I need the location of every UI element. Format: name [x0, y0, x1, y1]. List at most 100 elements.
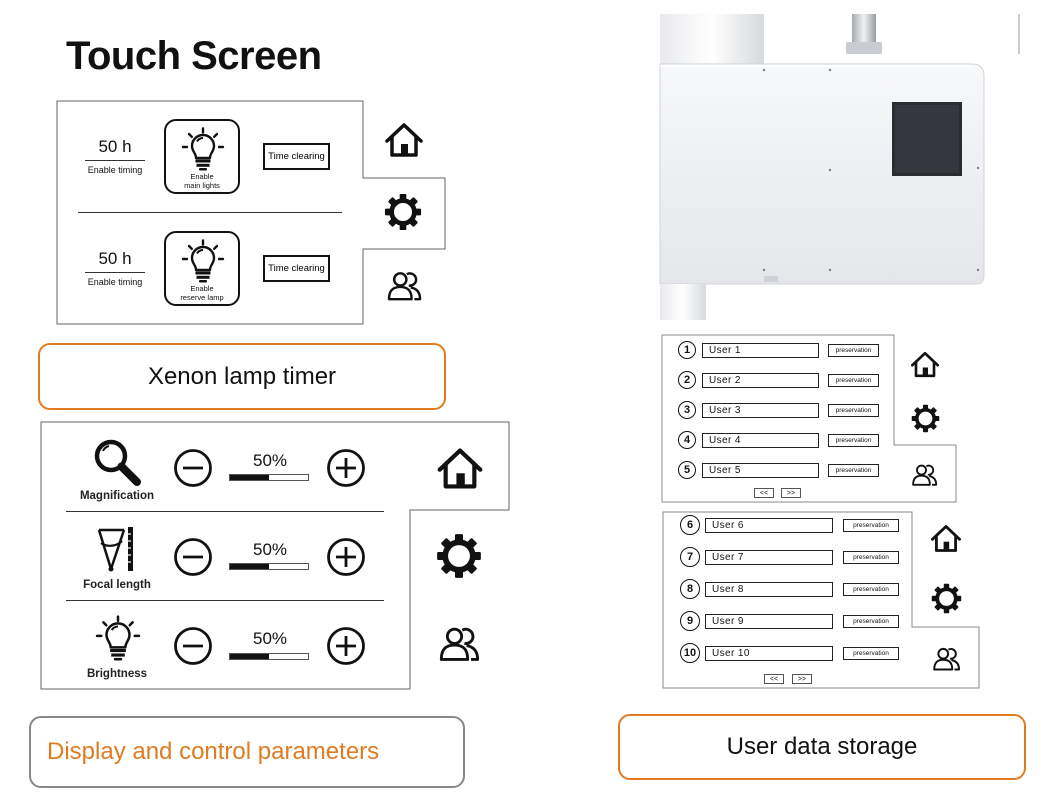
- users-icon[interactable]: [386, 270, 424, 302]
- timer-hours-2: 50 h: [98, 249, 132, 268]
- gear-icon[interactable]: [911, 404, 940, 433]
- preservation-button[interactable]: preservation: [843, 646, 899, 660]
- lamp-label-line-1: Enable: [190, 284, 214, 293]
- divider: [85, 160, 145, 161]
- focal-length-icon: [96, 525, 136, 573]
- magnification-label: Magnification: [79, 490, 155, 502]
- plus-circle-icon[interactable]: [326, 626, 366, 666]
- preservation-button[interactable]: preservation: [828, 403, 879, 417]
- gear-icon[interactable]: [931, 583, 962, 614]
- preservation-button[interactable]: preservation: [828, 373, 879, 387]
- lamp-label: Enable main lights: [166, 172, 238, 190]
- percent-text: 50%: [252, 540, 288, 559]
- plus-circle-icon[interactable]: [326, 537, 366, 577]
- minus-circle-icon[interactable]: [173, 626, 213, 666]
- user-name-field[interactable]: User 4: [702, 432, 819, 448]
- home-icon[interactable]: [436, 447, 484, 490]
- display-params-panel: Magnification 50% Focal length 50% Brigh…: [40, 421, 512, 691]
- lamp-label-line-1: Enable: [190, 172, 214, 181]
- caption-text: Display and control parameters: [47, 738, 380, 765]
- gear-icon[interactable]: [436, 533, 482, 579]
- lamp-label-line-2: main lights: [184, 181, 220, 190]
- user-number-badge: 8: [680, 579, 700, 599]
- user-name-field[interactable]: User 8: [705, 581, 833, 597]
- users-icon[interactable]: [911, 463, 939, 487]
- minus-circle-icon[interactable]: [173, 537, 213, 577]
- home-icon[interactable]: [384, 122, 424, 158]
- user-number-badge: 4: [678, 431, 696, 449]
- lamp-label: Enable reserve lamp: [166, 284, 238, 302]
- user-number-badge: 3: [678, 401, 696, 419]
- user-data-storage-caption: User data storage: [618, 714, 1026, 780]
- user-row: 1 User 1 preservation: [661, 341, 891, 359]
- focal-length-slider[interactable]: [229, 563, 309, 570]
- divider: [66, 600, 384, 601]
- prev-page-button[interactable]: <<: [754, 488, 774, 498]
- preservation-button[interactable]: preservation: [843, 582, 899, 596]
- time-clearing-button-2[interactable]: Time clearing: [263, 255, 330, 282]
- brightness-slider[interactable]: [229, 653, 309, 660]
- preservation-button[interactable]: preservation: [843, 518, 899, 532]
- percent-text: 50%: [252, 629, 288, 648]
- gear-icon[interactable]: [384, 193, 422, 231]
- lightbulb-icon: [181, 239, 225, 283]
- preservation-button[interactable]: preservation: [843, 614, 899, 628]
- device-illustration: [659, 14, 1022, 320]
- home-icon[interactable]: [910, 351, 940, 378]
- user-name-field[interactable]: User 9: [705, 613, 833, 629]
- user-row: 10 User 10 preservation: [662, 643, 912, 663]
- lamp-label-line-2: reserve lamp: [180, 293, 224, 302]
- enable-timing-label-2: Enable timing: [87, 277, 143, 287]
- divider: [78, 212, 342, 213]
- divider: [85, 272, 145, 273]
- xenon-lamp-timer-caption: Xenon lamp timer: [38, 343, 446, 410]
- user-row: 6 User 6 preservation: [662, 515, 912, 535]
- divider: [66, 511, 384, 512]
- user-number-badge: 6: [680, 515, 700, 535]
- next-page-button[interactable]: >>: [792, 674, 812, 684]
- minus-circle-icon[interactable]: [173, 448, 213, 488]
- user-row: 3 User 3 preservation: [661, 401, 891, 419]
- preservation-button[interactable]: preservation: [828, 463, 879, 477]
- user-name-field[interactable]: User 10: [705, 645, 833, 661]
- user-name-field[interactable]: User 3: [702, 402, 819, 418]
- user-row: 9 User 9 preservation: [662, 611, 912, 631]
- user-name-field[interactable]: User 7: [705, 549, 833, 565]
- users-icon[interactable]: [932, 646, 962, 672]
- user-name-field[interactable]: User 2: [702, 372, 819, 388]
- user-number-badge: 7: [680, 547, 700, 567]
- enable-main-lights-button[interactable]: Enable main lights: [164, 119, 240, 194]
- magnification-slider[interactable]: [229, 474, 309, 481]
- focal-length-label: Focal length: [83, 579, 151, 591]
- percent-text: 50%: [252, 451, 288, 470]
- enable-timing-label-1: Enable timing: [87, 165, 143, 175]
- brightness-label: Brightness: [86, 668, 148, 680]
- user-name-field[interactable]: User 1: [702, 342, 819, 358]
- preservation-button[interactable]: preservation: [828, 433, 879, 447]
- time-clearing-button-1[interactable]: Time clearing: [263, 143, 330, 170]
- user-number-badge: 1: [678, 341, 696, 359]
- preservation-button[interactable]: preservation: [843, 550, 899, 564]
- slider-fill: [230, 654, 269, 659]
- prev-page-button[interactable]: <<: [764, 674, 784, 684]
- next-page-button[interactable]: >>: [781, 488, 801, 498]
- user-name-field[interactable]: User 5: [702, 462, 819, 478]
- user-number-badge: 9: [680, 611, 700, 631]
- params-panel-outline: [40, 421, 510, 690]
- users-icon[interactable]: [438, 625, 482, 663]
- user-row: 8 User 8 preservation: [662, 579, 912, 599]
- user-row: 4 User 4 preservation: [661, 431, 891, 449]
- slider-fill: [230, 475, 269, 480]
- enable-reserve-lamp-button[interactable]: Enable reserve lamp: [164, 231, 240, 306]
- preservation-button[interactable]: preservation: [828, 343, 879, 357]
- lightbulb-icon: [181, 127, 225, 171]
- user-number-badge: 10: [680, 643, 700, 663]
- home-icon[interactable]: [930, 524, 962, 553]
- user-name-field[interactable]: User 6: [705, 517, 833, 533]
- plus-circle-icon[interactable]: [326, 448, 366, 488]
- slider-fill: [230, 564, 269, 569]
